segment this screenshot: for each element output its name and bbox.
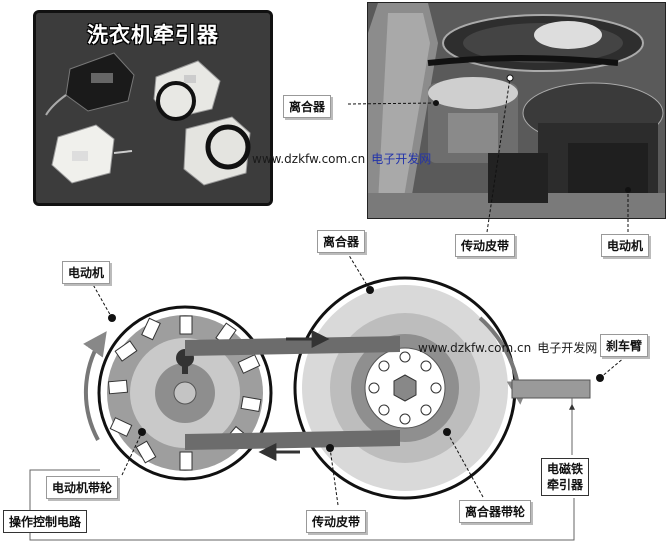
diagram-leader-lines (90, 251, 626, 506)
white-tractor-unit-bottom-right (183, 116, 251, 186)
clutch-pulley (293, 276, 517, 500)
diagram-label-clutch: 离合器 (317, 230, 366, 253)
diagram-label-clutch-pulley: 离合器带轮 (459, 500, 532, 523)
machine-interior-illustration (368, 3, 665, 218)
drive-belt (185, 336, 400, 450)
watermark-middle: www.dzkfw.com.cn 电子开发网 (418, 339, 597, 356)
tractor-photo: 洗衣机牵引器 (33, 10, 273, 206)
diagram-label-motor: 电动机 (62, 261, 111, 284)
watermark-top: www.dzkfw.com.cn 电子开发网 (252, 150, 431, 167)
photo-label-clutch: 离合器 (283, 95, 332, 118)
diagram-label-electromagnet-puller: 电磁铁 牵引器 (541, 458, 590, 496)
diagram-label-brake-arm: 刹车臂 (600, 334, 649, 357)
white-tractor-unit-bottom-left (51, 124, 133, 184)
white-tractor-unit-top (153, 60, 221, 121)
photo-label-motor: 电动机 (601, 234, 650, 257)
watermark-top-site: 电子开发网 (371, 152, 432, 166)
diagram-label-control-circuit: 操作控制电路 (3, 510, 88, 533)
motor-rotation-arrow (83, 331, 107, 441)
black-tractor-unit (45, 52, 135, 116)
tractor-photo-illustration (36, 13, 270, 203)
tractor-photo-title: 洗衣机牵引器 (87, 23, 219, 47)
watermark-middle-url: www.dzkfw.com.cn (418, 341, 532, 355)
photo-label-belt: 传动皮带 (455, 234, 516, 257)
watermark-top-url: www.dzkfw.com.cn (252, 152, 366, 166)
diagram-label-belt: 传动皮带 (306, 510, 367, 533)
diagram-label-motor-pulley: 电动机带轮 (46, 476, 119, 499)
brake-arm-bar (511, 379, 591, 399)
watermark-middle-site: 电子开发网 (537, 341, 598, 355)
machine-interior-photo (367, 2, 666, 219)
clutch-bolt-holes (368, 351, 442, 425)
